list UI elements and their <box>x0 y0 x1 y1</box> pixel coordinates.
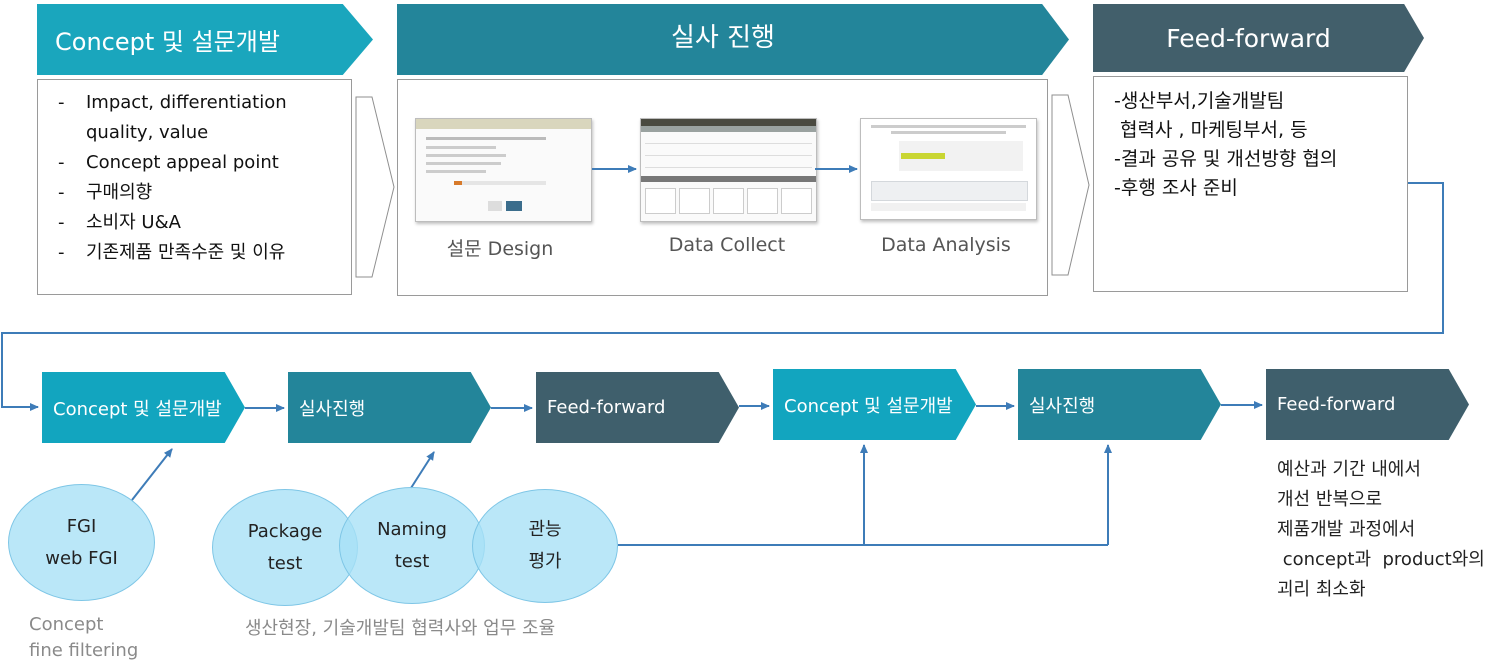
stage3-chevron: Feed-forward <box>1093 4 1424 72</box>
fgi-circle: FGI web FGI <box>8 484 155 601</box>
bottom-chevron-feedforward-2: Feed-forward <box>1266 369 1469 440</box>
tests-note: 생산현장, 기술개발팀 협력사와 업무 조율 <box>245 618 556 639</box>
survey-design-thumbnail <box>415 118 592 222</box>
bottom-chevron-concept-1: Concept 및 설문개발 <box>42 372 245 443</box>
stage1-list: -Impact, differentiation quality, value … <box>38 88 351 268</box>
block-arrow-1 <box>355 96 395 278</box>
stage3-item: -후행 조사 준비 <box>1114 177 1238 199</box>
data-analysis-caption: Data Analysis <box>881 234 1011 256</box>
stage1-chevron: Concept 및 설문개발 <box>37 4 373 75</box>
data-collect-caption: Data Collect <box>668 234 786 256</box>
stage2-chevron: 실사 진행 <box>397 4 1069 75</box>
naming-test-circle: Naming test <box>339 487 485 604</box>
arrow-naming-up <box>410 451 435 489</box>
stage1-box: -Impact, differentiation quality, value … <box>37 79 352 295</box>
final-note: 예산과 기간 내에서 개선 반복으로 제품개발 과정에서 concept과 pr… <box>1277 459 1485 600</box>
stage1-item: -소비자 U&A <box>58 212 181 233</box>
stage1-item: -기존제품 만족수준 및 이유 <box>58 242 286 263</box>
data-analysis-thumbnail <box>860 118 1037 220</box>
stage3-item: -생산부서,기술개발팀 <box>1114 90 1285 112</box>
stage3-box: -생산부서,기술개발팀 협력사 , 마케팅부서, 등 -결과 공유 및 개선방향… <box>1093 76 1408 292</box>
stage1-title: Concept 및 설문개발 <box>55 28 280 56</box>
package-test-circle: Package test <box>212 489 358 606</box>
bottom-chevron-survey-2: 실사진행 <box>1018 369 1221 440</box>
block-arrow-2 <box>1051 94 1090 276</box>
fgi-note: Concept fine filtering <box>29 614 139 661</box>
bottom-chevron-concept-2: Concept 및 설문개발 <box>773 369 976 440</box>
stage3-title: Feed-forward <box>1166 23 1331 53</box>
bottom-chevron-survey-1: 실사진행 <box>288 372 491 443</box>
arrow-fgi-up <box>131 448 173 501</box>
stage1-item: -Concept appeal point <box>58 152 279 173</box>
stage3-item: 협력사 , 마케팅부서, 등 <box>1114 119 1308 141</box>
loop-connector <box>1 182 1444 411</box>
bottom-chevron-feedforward-1: Feed-forward <box>536 372 739 443</box>
stage2-title: 실사 진행 <box>671 23 775 53</box>
stage3-list: -생산부서,기술개발팀 협력사 , 마케팅부서, 등 -결과 공유 및 개선방향… <box>1114 87 1407 203</box>
stage3-item: -결과 공유 및 개선방향 협의 <box>1114 148 1338 170</box>
stage1-item: quality, value <box>86 122 209 143</box>
sensory-eval-circle: 관능 평가 <box>472 489 618 603</box>
survey-design-caption: 설문 Design <box>446 238 554 260</box>
stage1-item: -Impact, differentiation <box>58 92 287 113</box>
stage1-item: -구매의향 <box>58 182 153 203</box>
data-collect-thumbnail <box>640 118 817 222</box>
